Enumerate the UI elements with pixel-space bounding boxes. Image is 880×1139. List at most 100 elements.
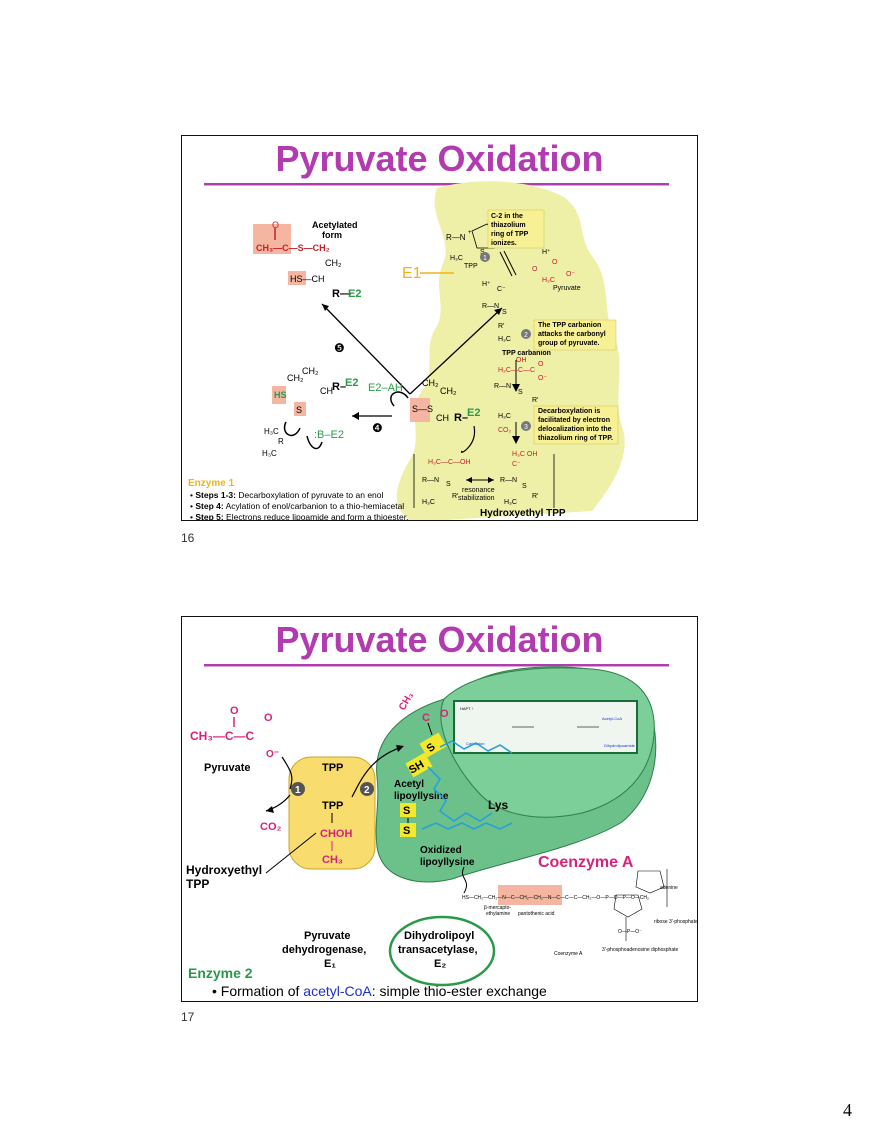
svg-text:H₃C—C—C: H₃C—C—C: [498, 367, 535, 374]
svg-text:C: C: [422, 712, 430, 724]
svg-text:R–: R–: [454, 412, 468, 424]
e1-label: E1: [402, 265, 422, 282]
svg-text:H₃C OH: H₃C OH: [512, 451, 537, 458]
svg-text:C⁻: C⁻: [497, 286, 506, 293]
svg-text:CH₃: CH₃: [397, 690, 416, 712]
carbanion-note-1: The TPP carbanion: [538, 322, 601, 329]
svg-text:S: S: [518, 389, 523, 396]
svg-text:S: S: [446, 481, 451, 488]
svg-text:O⁻: O⁻: [566, 271, 575, 278]
svg-text:R—N: R—N: [482, 303, 499, 310]
svg-text:R′: R′: [532, 397, 539, 404]
pdh-complex-diagram: HAPT ↑ Carbanion Acetyl-CoA Dihydrolipoa…: [190, 666, 698, 987]
svg-text:H₃C: H₃C: [498, 413, 511, 420]
svg-text:R—N: R—N: [500, 477, 517, 484]
svg-text:CH₂: CH₂: [440, 386, 457, 396]
hydroxyethyl-tpp-label: Hydroxyethyl TPP: [480, 508, 566, 519]
s-label-2: S: [403, 825, 410, 837]
e1-mechanism-diagram: Acetylated form CH₃—C—S—CH₂ O CH₂ HS—CH …: [253, 181, 625, 520]
svg-text:R–: R–: [332, 381, 346, 393]
co2-label: CO₂: [498, 427, 512, 434]
enzyme2-heading: Enzyme 2: [188, 965, 253, 981]
acetyl-coa-term: acetyl-CoA: [303, 983, 372, 999]
tpp-bottom-label: TPP: [322, 800, 343, 812]
svg-text:Acetyl-CoA: Acetyl-CoA: [602, 716, 622, 721]
lys-label: Lys: [488, 798, 509, 812]
coa-part-1: β-mercapto-: [484, 905, 511, 911]
svg-text:CH₃—C—S—CH₂: CH₃—C—S—CH₂: [256, 243, 330, 253]
tpp-top-label: TPP: [322, 762, 343, 774]
b-e2-label: :B–E2: [314, 429, 344, 441]
sheet-number: 4: [843, 1100, 852, 1120]
svg-text:H⁺: H⁺: [482, 281, 491, 288]
c2-note-3: ring of TPP: [491, 231, 529, 238]
step2-circle: 2: [364, 785, 370, 796]
step3-circle: 3: [524, 424, 528, 431]
ch3-label: CH₃: [322, 854, 343, 866]
decarbox-note-4: thiazolium ring of TPP.: [538, 435, 613, 442]
pdh-name-2: dehydrogenase,: [282, 944, 366, 956]
svg-text:R—: R—: [332, 288, 351, 300]
svg-text:O—P—O⁻: O—P—O⁻: [618, 929, 642, 935]
svg-text:O: O: [264, 712, 273, 724]
svg-text:O: O: [552, 259, 558, 266]
svg-text:H₃C: H₃C: [422, 499, 435, 506]
page-number-17: 17: [181, 1010, 195, 1024]
svg-text:O: O: [532, 266, 538, 273]
step1-circle: 1: [483, 255, 487, 262]
svg-text:CH: CH: [436, 413, 449, 423]
svg-text:C⁻: C⁻: [512, 461, 521, 468]
svg-text:CH₂: CH₂: [302, 366, 319, 376]
svg-text:O: O: [230, 705, 239, 717]
co2-label: CO₂: [260, 821, 282, 833]
dlat-name-2: transacetylase,: [398, 944, 478, 956]
svg-text:R′: R′: [452, 493, 459, 500]
svg-text:R′: R′: [498, 323, 505, 330]
page-number-16: 16: [181, 531, 195, 545]
step5-marker: ❺: [334, 341, 345, 355]
decarbox-note-3: delocalization into the: [538, 426, 612, 433]
e2-label: E2: [348, 288, 361, 300]
pdh-name-3: E₁: [324, 958, 336, 970]
step2-circle: 2: [524, 332, 528, 339]
svg-text:HS—CH: HS—CH: [290, 274, 325, 284]
title-underline: [204, 183, 669, 186]
svg-text:S: S: [480, 249, 485, 256]
bullet-step-5: • Step 5: Electrons reduce lipoamide and…: [190, 512, 409, 521]
acetyl-lipoyllysine-2: lipoyllysine: [394, 791, 449, 802]
coa-part-5: ribose 3′-phosphate: [654, 919, 698, 925]
svg-text:Dihydrolipoamide: Dihydrolipoamide: [604, 743, 636, 748]
svg-text:HAPT ↑: HAPT ↑: [460, 706, 474, 711]
svg-text:H⁺: H⁺: [542, 249, 551, 256]
bullet-step-4: • Step 4: Acylation of enol/carbanion to…: [190, 501, 405, 511]
dlat-name-1: Dihydrolipoyl: [404, 930, 474, 942]
pdh-name-1: Pyruvate: [304, 930, 350, 942]
oxidized-lipoyllysine-1: Oxidized: [420, 845, 462, 856]
svg-text:H₃C: H₃C: [262, 449, 277, 458]
acetyl-lipoyllysine-1: Acetyl: [394, 779, 424, 790]
e2-ah-label: E2–AH: [368, 382, 403, 394]
title-underline: [204, 664, 669, 667]
svg-text:R′: R′: [532, 493, 539, 500]
acetylated-form-label-2: form: [322, 230, 342, 240]
coa-part-7: Coenzyme A: [554, 951, 583, 957]
enzyme2-bullet: • Formation of acetyl-CoA: simple thio-e…: [212, 983, 547, 999]
svg-text:H₃C: H₃C: [504, 499, 517, 506]
svg-text:H₃C: H₃C: [264, 427, 279, 436]
resonance-label-2: stabilization: [458, 495, 495, 502]
decarbox-note-1: Decarboxylation is: [538, 408, 600, 415]
carbanion-note-3: group of pyruvate.: [538, 340, 600, 347]
c2-note-1: C-2 in the: [491, 213, 523, 220]
svg-text:CH₂: CH₂: [287, 373, 304, 383]
slide-title: Pyruvate Oxidation: [275, 138, 604, 179]
svg-text:H₃C—C—OH: H₃C—C—OH: [428, 459, 471, 466]
resonance-label-1: resonance: [462, 487, 495, 494]
svg-text:H₃C: H₃C: [542, 277, 555, 284]
svg-text:S—S: S—S: [412, 404, 433, 414]
tpp-label: TPP: [464, 263, 478, 270]
step4-marker: ❹: [372, 421, 383, 435]
svg-text:+: +: [468, 230, 472, 236]
bullet-steps-1-3: • Steps 1-3: Decarboxylation of pyruvate…: [190, 490, 384, 500]
coa-part-6: 3′-phosphoadenosine diphosphate: [602, 947, 678, 953]
pyruvate-label: Pyruvate: [204, 762, 250, 774]
